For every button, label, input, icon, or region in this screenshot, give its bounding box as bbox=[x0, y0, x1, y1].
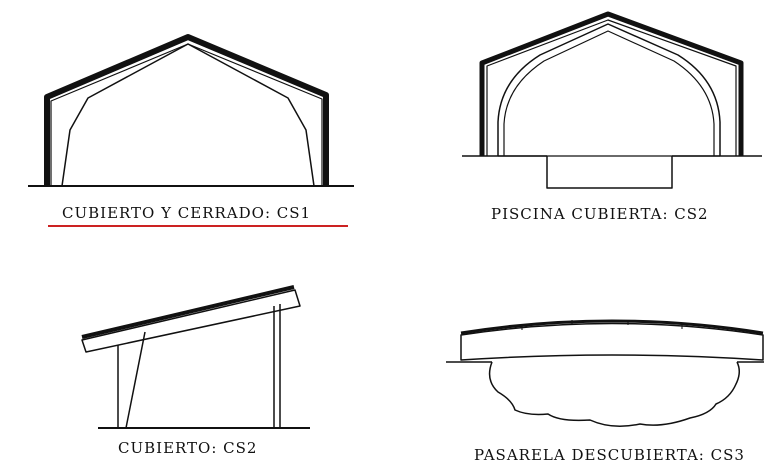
outer-frame bbox=[44, 34, 329, 186]
bridge-rail bbox=[460, 319, 764, 335]
roof-top-edge bbox=[81, 285, 295, 339]
figure-piscina-cubierta bbox=[462, 11, 762, 189]
column-left-brace bbox=[125, 331, 146, 429]
interior-arch-inner bbox=[503, 30, 715, 156]
outer-shell-inner bbox=[486, 19, 737, 156]
caption-cubierto-cerrado: CUBIERTO Y CERRADO: CS1 bbox=[62, 204, 312, 222]
bridge-deck bbox=[460, 322, 764, 361]
outer-shell bbox=[479, 11, 744, 156]
caption-underline bbox=[48, 225, 348, 227]
roof-slab bbox=[81, 289, 301, 353]
caption-piscina-cubierta: PISCINA CUBIERTA: CS2 bbox=[491, 205, 709, 223]
caption-cubierto: CUBIERTO: CS2 bbox=[118, 439, 258, 457]
figure-cubierto bbox=[81, 285, 310, 429]
caption-pasarela-descubierta: PASARELA DESCUBIERTA: CS3 bbox=[474, 446, 745, 464]
interior-arch bbox=[61, 43, 315, 187]
ravine-outline bbox=[488, 361, 740, 427]
figure-cubierto-cerrado bbox=[28, 34, 354, 187]
figure-pasarela-descubierta bbox=[446, 319, 764, 427]
inner-frame-line bbox=[50, 43, 323, 186]
pool-basin bbox=[546, 156, 673, 189]
interior-arch bbox=[497, 23, 721, 156]
